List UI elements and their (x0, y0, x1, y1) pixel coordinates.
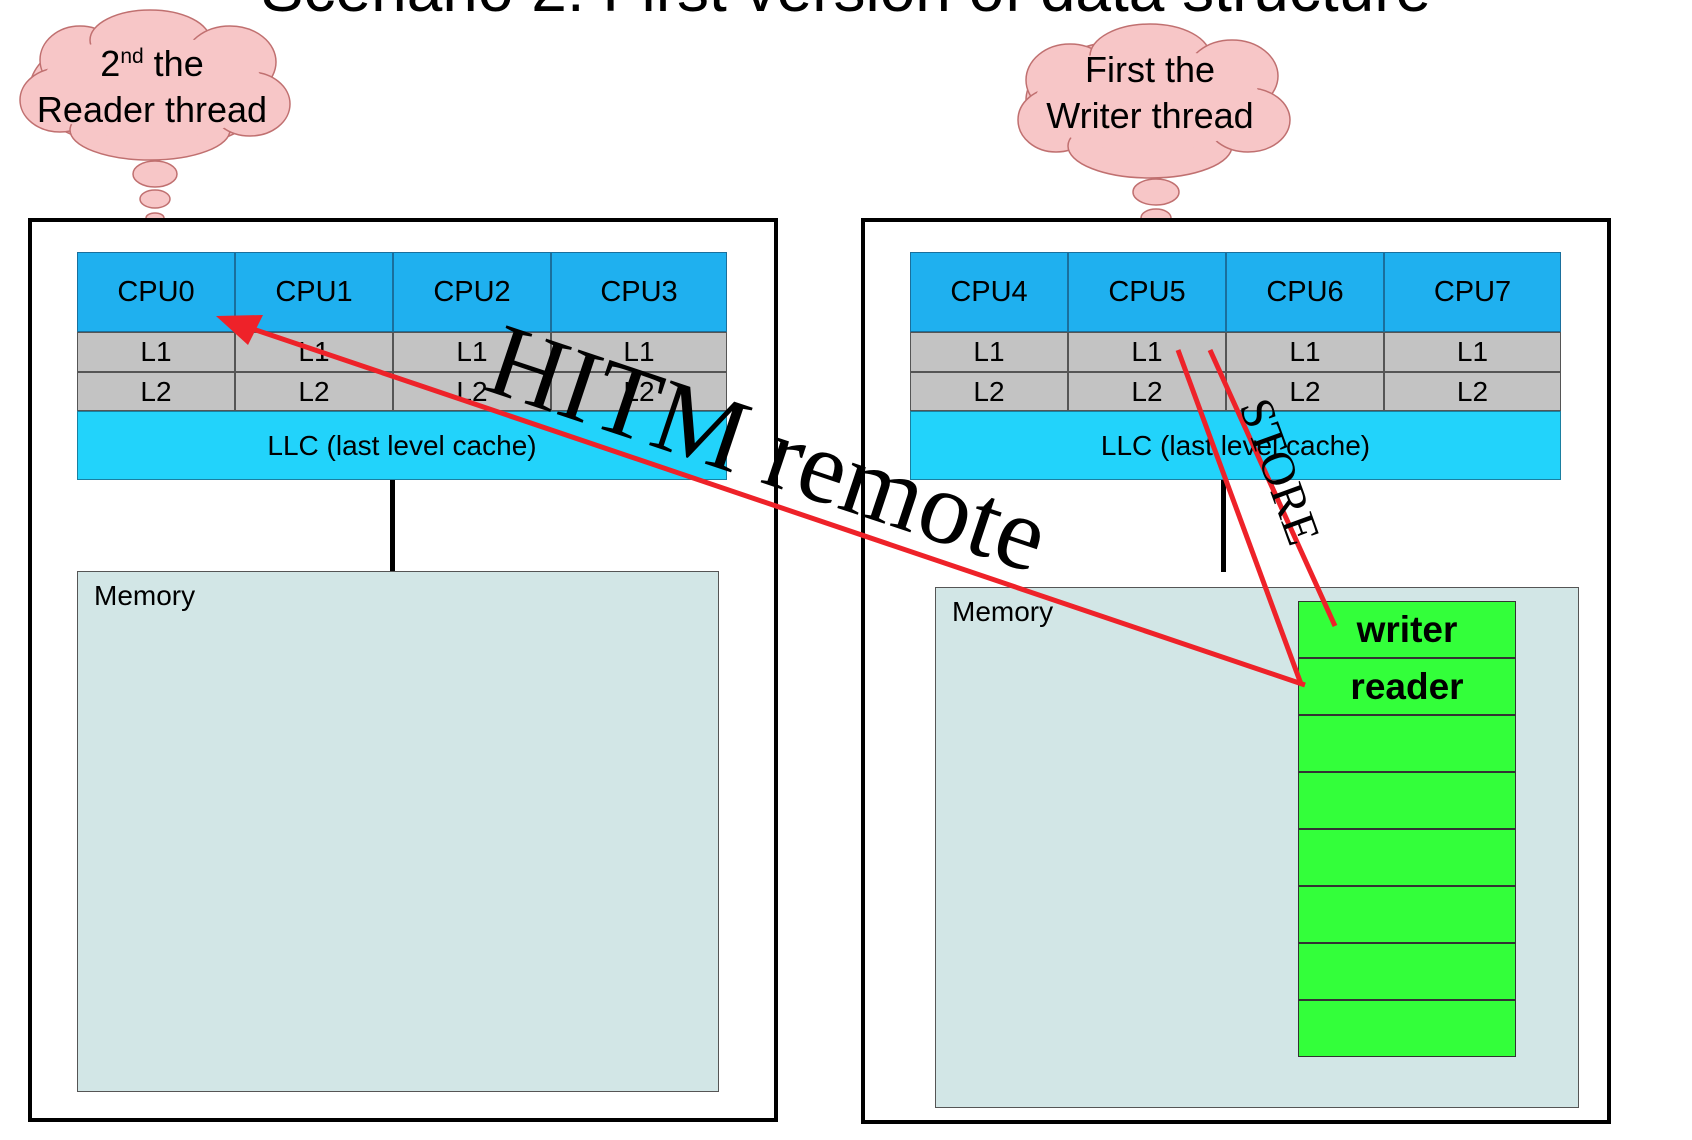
writer-cloud-line1: First the (1084, 49, 1216, 90)
data-cell-7 (1298, 1000, 1516, 1057)
right-memory-label: Memory (952, 596, 1054, 627)
reader-cloud-line1: 2nd the (20, 34, 284, 87)
cpu6: CPU6 (1226, 252, 1384, 332)
cpu5-l2: L2 (1068, 372, 1226, 411)
cpu1: CPU1 (235, 252, 393, 332)
cpu3-l1: L1 (551, 332, 727, 372)
reader-line1-rest: the (143, 43, 204, 84)
reader-cloud-text: 2nd the Reader thread (20, 34, 284, 133)
cpu4: CPU4 (910, 252, 1068, 332)
writer-cloud-fill (1036, 48, 1260, 152)
cpu1-l1: L1 (235, 332, 393, 372)
cpu3-l2: L2 (551, 372, 727, 411)
data-cell-5 (1298, 886, 1516, 943)
left-bus-line (390, 480, 395, 572)
left-llc: LLC (last level cache) (77, 411, 727, 480)
cpu7: CPU7 (1384, 252, 1561, 332)
data-cell-4 (1298, 829, 1516, 886)
data-cell-1: reader (1298, 658, 1516, 715)
cpu2: CPU2 (393, 252, 551, 332)
cpu7-l2: L2 (1384, 372, 1561, 411)
cpu4-l2: L2 (910, 372, 1068, 411)
cpu3: CPU3 (551, 252, 727, 332)
data-cell-3 (1298, 772, 1516, 829)
writer-cloud-line2: Writer thread (1046, 95, 1254, 136)
left-memory (77, 571, 719, 1092)
cpu1-l2: L2 (235, 372, 393, 411)
reader-cloud-fill (40, 36, 264, 140)
cpu5: CPU5 (1068, 252, 1226, 332)
cpu2-l1: L1 (393, 332, 551, 372)
cpu0-l1: L1 (77, 332, 235, 372)
data-cell-2 (1298, 715, 1516, 772)
cpu4-l1: L1 (910, 332, 1068, 372)
data-cell-6 (1298, 943, 1516, 1000)
reader-cloud-line2: Reader thread (36, 89, 268, 130)
reader-ordinal-suffix: nd (120, 45, 144, 68)
reader-ordinal: 2 (100, 43, 121, 84)
cpu5-l1: L1 (1068, 332, 1226, 372)
cpu2-l2: L2 (393, 372, 551, 411)
cpu6-l2: L2 (1226, 372, 1384, 411)
cpu7-l1: L1 (1384, 332, 1561, 372)
right-bus-line (1221, 480, 1226, 572)
data-cell-0: writer (1298, 601, 1516, 658)
writer-cloud-text: First the Writer thread (1018, 47, 1282, 139)
left-memory-label: Memory (94, 580, 196, 611)
cpu0: CPU0 (77, 252, 235, 332)
cpu0-l2: L2 (77, 372, 235, 411)
slide-title: Scenario 2: First version of data struct… (0, 0, 1692, 26)
right-llc: LLC (last level cache) (910, 411, 1561, 480)
cpu6-l1: L1 (1226, 332, 1384, 372)
